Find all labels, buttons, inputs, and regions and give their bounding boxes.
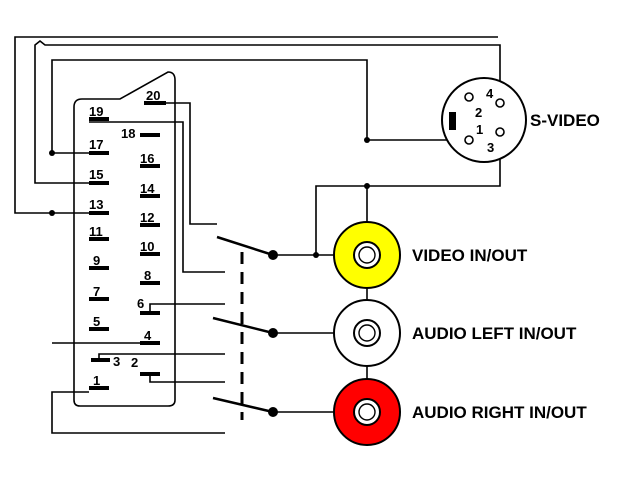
- rca-audio-right-jack: [333, 378, 401, 446]
- svideo-pin-1: [464, 135, 474, 145]
- svideo-pin-3-label: 3: [487, 140, 494, 155]
- video-switch-blade: [216, 235, 274, 257]
- svideo-pin-3: [495, 127, 505, 137]
- svideo-key: [449, 112, 456, 130]
- scart-connector-body: [73, 71, 176, 407]
- svideo-pin-2-label: 2: [475, 105, 482, 120]
- rca-audio-right-label: AUDIO RIGHT IN/OUT: [412, 403, 587, 422]
- scart-pin-13-label: 13: [89, 197, 103, 212]
- rca-video-jack: [333, 221, 401, 289]
- scart-pin-15-label: 15: [89, 167, 103, 182]
- scart-pin-18-label: 18: [121, 126, 135, 141]
- svideo-pin-2: [464, 92, 474, 102]
- video-switch-pivot: [268, 250, 278, 260]
- scart-pin-2-label: 2: [131, 355, 138, 370]
- rca-audio-left-jack: [333, 299, 401, 367]
- scart-pin-19-label: 19: [89, 104, 103, 119]
- scart-pin-6-label: 6: [137, 296, 144, 311]
- scart-pin-7-label: 7: [93, 284, 100, 299]
- scart-pin-11-label: 11: [89, 224, 103, 239]
- svideo-connector: 2 1 4 3: [441, 77, 527, 163]
- scart-pin-12-label: 12: [140, 210, 154, 225]
- scart-pin-5-label: 5: [93, 314, 100, 329]
- scart-pin-9-label: 9: [93, 253, 100, 268]
- rca-video-label: VIDEO IN/OUT: [412, 246, 528, 265]
- switches: [212, 235, 274, 414]
- audio-left-switch-blade: [212, 316, 274, 335]
- scart-pin-bars: [89, 101, 166, 390]
- scart-pin-14-label: 14: [140, 181, 155, 196]
- audio-left-switch-pivot: [268, 328, 278, 338]
- junction-dots: [49, 137, 370, 258]
- scart-pin-1-label: 1: [93, 373, 100, 388]
- scart-pin-3-label: 3: [113, 354, 120, 369]
- scart-pin-8-label: 8: [144, 268, 151, 283]
- scart-pin-20-label: 20: [146, 88, 160, 103]
- svideo-pin-4: [495, 98, 505, 108]
- audio-right-switch-blade: [212, 396, 274, 414]
- wiring: [14, 36, 501, 434]
- svideo-pin-1-label: 1: [476, 122, 483, 137]
- scart-pin-17-label: 17: [89, 137, 103, 152]
- audio-right-switch-pivot: [268, 407, 278, 417]
- scart-pin-labels: 19 17 15 13 11 9 7 5 3 1 20 18 16 14 12 …: [89, 88, 160, 388]
- svideo-label: S-VIDEO: [530, 111, 600, 130]
- svideo-pin-4-label: 4: [486, 86, 494, 101]
- scart-pin-16-label: 16: [140, 151, 154, 166]
- scart-pin-10-label: 10: [140, 239, 154, 254]
- scart-pin-4-label: 4: [144, 328, 152, 343]
- rca-audio-left-label: AUDIO LEFT IN/OUT: [412, 324, 577, 343]
